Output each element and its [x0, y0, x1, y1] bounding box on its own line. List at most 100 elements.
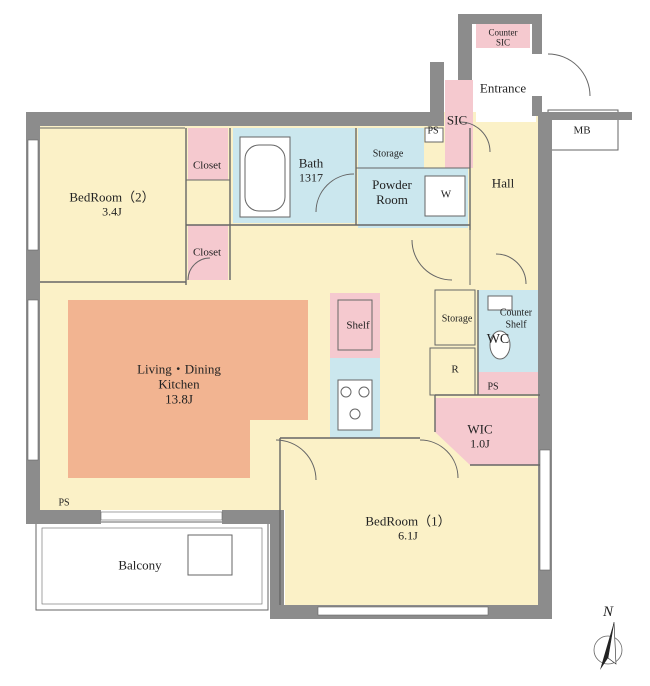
- burner-2: [358, 386, 370, 398]
- door-wc: [495, 253, 527, 285]
- counter-sic-fill: [476, 22, 530, 48]
- window-bedroom1-bottom: [317, 606, 489, 616]
- door-closet-bottom: [187, 257, 211, 281]
- wall-entrance-left: [430, 62, 444, 126]
- entrance-name: Entrance: [479, 80, 527, 96]
- bedroom2-name: BedRoom（2）: [69, 189, 155, 205]
- bath-name: Bath: [298, 155, 324, 171]
- bedroom2-label: BedRoom（2） 3.4J: [69, 189, 155, 220]
- sic-name: SIC: [446, 112, 468, 128]
- wic-size: 1.0J: [470, 436, 490, 451]
- north-arrow-needle-light: [607, 621, 617, 665]
- window-left-lower: [27, 299, 39, 461]
- powder-sub: Room: [376, 192, 408, 207]
- toilet-bowl: [489, 330, 511, 360]
- ldk-label: Living・Dining Kitchen 13.8J: [137, 361, 221, 408]
- hall-name: Hall: [491, 175, 515, 191]
- counter-shelf-name: Counter: [499, 307, 533, 319]
- ps-bottom-label: PS: [58, 497, 69, 509]
- door-bedroom1: [275, 439, 317, 481]
- counter-shelf-label: Counter Shelf: [500, 308, 532, 331]
- wall-mb-top: [552, 112, 632, 120]
- window-left-upper: [27, 139, 39, 251]
- door-entrance: [547, 53, 591, 97]
- ldk-name: Living・Dining: [137, 361, 221, 377]
- ps-top-fill: [424, 127, 444, 143]
- north-label: N: [603, 604, 614, 620]
- closet-bottom-name: Closet: [192, 246, 222, 259]
- wic-label: WIC 1.0J: [467, 421, 493, 452]
- storage-mid-label: Storage: [442, 313, 473, 325]
- ps-mid-label: PS: [487, 381, 498, 393]
- bedroom1-name: BedRoom（1）: [365, 513, 451, 529]
- wall-bottom-mid: [222, 510, 282, 524]
- door-powder: [411, 239, 453, 281]
- closet-top-name: Closet: [192, 159, 222, 172]
- balcony-inner: [41, 527, 263, 605]
- wall-top: [26, 112, 430, 126]
- stove: [337, 379, 373, 431]
- counter-sic-sub: SIC: [495, 38, 510, 48]
- door-wic: [419, 439, 459, 479]
- closet-bottom-fill: [188, 225, 228, 280]
- bath-label: Bath 1317: [298, 155, 324, 186]
- wall-entrance-top: [458, 14, 542, 24]
- window-bedroom1-right: [539, 449, 551, 571]
- storage-top-fill: [358, 128, 424, 168]
- wic-fill: [435, 398, 540, 465]
- powder-room-label: Powder Room: [372, 177, 412, 208]
- storage-mid-fill: [434, 289, 476, 346]
- bath-size: 1317: [299, 170, 323, 185]
- door-bath: [315, 173, 355, 213]
- ps-top-name: PS: [427, 125, 439, 137]
- ps-bottom-name: PS: [58, 497, 70, 509]
- closet-top-fill: [188, 128, 228, 180]
- entrance-label: Entrance: [479, 80, 527, 97]
- wc-lower-fill: [478, 372, 540, 394]
- sic-label: SIC: [446, 112, 468, 129]
- bedroom1-label: BedRoom（1） 6.1J: [365, 513, 451, 544]
- entrance-floor: [476, 50, 536, 122]
- sink: [337, 299, 373, 351]
- shelf-name: Shelf: [346, 319, 370, 332]
- bathtub-inner: [244, 144, 286, 212]
- window-ldk-bottom: [100, 511, 223, 521]
- north-arrow-icon: [593, 635, 623, 665]
- mb-name: MB: [573, 124, 591, 137]
- sic-fill: [445, 80, 473, 168]
- ps-mid-name: PS: [487, 381, 499, 393]
- bedroom2-size: 3.4J: [102, 204, 122, 219]
- fridge-label: R: [451, 364, 458, 377]
- balcony-name: Balcony: [118, 557, 162, 573]
- burner-1: [340, 386, 352, 398]
- ldk-sub: Kitchen: [158, 376, 200, 392]
- ldk-size: 13.8J: [165, 391, 193, 407]
- wic-name: WIC: [467, 421, 493, 437]
- counter-sic-name: Counter: [488, 27, 518, 38]
- counter-shelf-sub: Shelf: [505, 319, 527, 330]
- wall-sic-left: [458, 14, 472, 80]
- storage-mid-name: Storage: [441, 313, 473, 325]
- fridge-name: R: [451, 363, 459, 376]
- counter-sic-label: Counter SIC: [489, 28, 518, 49]
- hall-label: Hall: [491, 175, 515, 192]
- powder-name: Powder: [372, 177, 412, 193]
- wall-bottom-left: [26, 510, 101, 524]
- bedroom1-size: 6.1J: [398, 528, 418, 543]
- mb-label: MB: [573, 125, 590, 138]
- balcony-label: Balcony: [118, 557, 162, 574]
- storage-top-name: Storage: [372, 148, 404, 160]
- washer-box: [424, 175, 466, 217]
- wall-entrance-right-top: [532, 14, 542, 54]
- closet-top-label: Closet: [193, 160, 221, 173]
- balcony-hatch: [187, 534, 233, 576]
- wall-bedroom1-left: [270, 510, 284, 608]
- north-arrow-needle: [600, 622, 614, 670]
- washer-label: W: [441, 189, 451, 202]
- ldk-rug-fill: [68, 300, 308, 478]
- door-sic: [459, 121, 491, 153]
- closet-bottom-label: Closet: [193, 247, 221, 260]
- toilet-tank: [487, 295, 513, 311]
